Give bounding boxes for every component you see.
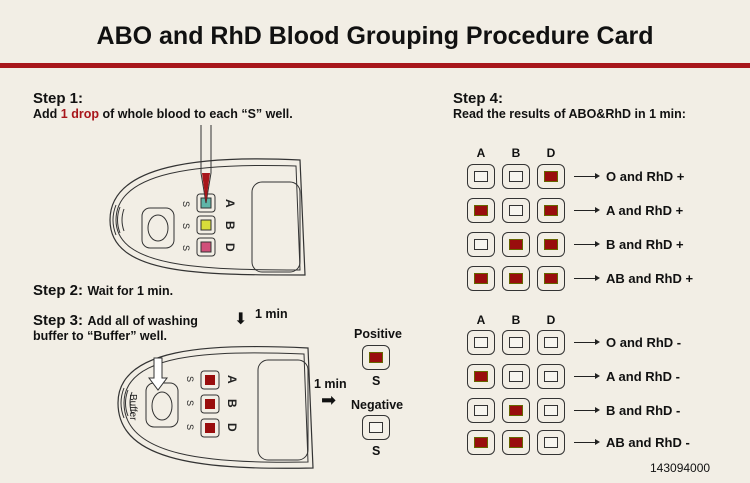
result-well (502, 232, 530, 257)
result-well (537, 330, 565, 355)
result-well (537, 364, 565, 389)
arrow-right-icon (574, 173, 600, 179)
column-header-a: A (476, 146, 486, 160)
result-well (537, 198, 565, 223)
arrow-right-icon (574, 275, 600, 281)
result-label: A and RhD + (606, 203, 684, 218)
result-label: AB and RhD - (606, 435, 690, 450)
result-well (537, 398, 565, 423)
svg-text:B: B (223, 221, 237, 230)
step3-label: Step 3: (33, 312, 84, 329)
arrow-right-icon (574, 407, 600, 413)
positive-well (362, 345, 390, 370)
result-well (502, 198, 530, 223)
column-header-d: D (546, 146, 556, 160)
svg-text:A: A (223, 199, 237, 208)
result-label: B and RhD - (606, 403, 681, 418)
svg-text:S: S (185, 400, 195, 406)
svg-text:S: S (181, 201, 191, 207)
step4-label: Step 4: (453, 90, 504, 107)
arrow-right-icon (574, 207, 600, 213)
result-well (502, 164, 530, 189)
svg-text:D: D (225, 423, 239, 432)
column-header-b: B (511, 146, 521, 160)
result-well (502, 430, 530, 455)
result-label: B and RhD + (606, 237, 684, 252)
step1-label: Step 1: (33, 90, 84, 107)
positive-s: S (372, 374, 381, 388)
result-well (502, 266, 530, 291)
column-header-b: B (511, 313, 521, 327)
page-title: ABO and RhD Blood Grouping Procedure Car… (96, 22, 654, 50)
step3-text-2: buffer to “Buffer” well. (33, 329, 168, 343)
cassette-diagram-step1: Buffer ABD SSS (109, 125, 306, 276)
result-well (467, 198, 495, 223)
cassette-diagram-step3: Buffer A B D S S S (117, 345, 314, 469)
negative-well (362, 415, 390, 440)
result-well (467, 364, 495, 389)
svg-text:S: S (181, 223, 191, 229)
result-well (467, 164, 495, 189)
timer-label-1: 1 min (255, 307, 288, 321)
product-code: 143094000 (650, 461, 711, 475)
result-well (537, 164, 565, 189)
result-label: AB and RhD + (606, 271, 694, 286)
step2-text: Wait for 1 min. (87, 284, 174, 298)
arrow-right-icon: ➡ (321, 390, 337, 410)
result-well (537, 266, 565, 291)
column-header-d: D (546, 313, 556, 327)
result-well (467, 330, 495, 355)
arrow-right-icon (574, 241, 600, 247)
step1-text: Add 1 drop of whole blood to each “S” we… (33, 107, 293, 121)
result-well (467, 232, 495, 257)
result-well (502, 364, 530, 389)
result-label: A and RhD - (606, 369, 680, 384)
arrow-right-icon (574, 439, 600, 445)
arrow-down-icon: ⬇ (234, 311, 248, 328)
step4-text: Read the results of ABO&RhD in 1 min: (453, 107, 686, 121)
negative-label: Negative (351, 398, 404, 412)
result-well (467, 266, 495, 291)
svg-text:S: S (181, 245, 191, 251)
result-well (467, 430, 495, 455)
result-label: O and RhD + (606, 169, 685, 184)
svg-text:A: A (225, 375, 239, 384)
svg-text:S: S (185, 376, 195, 382)
arrow-right-icon (574, 339, 600, 345)
timer-label-2: 1 min (314, 377, 347, 391)
result-well (502, 330, 530, 355)
result-label: O and RhD - (606, 335, 682, 350)
divider (0, 63, 750, 68)
negative-s: S (372, 444, 381, 458)
arrow-right-icon (574, 373, 600, 379)
step2-label: Step 2: (33, 282, 84, 299)
step3-text-1: Add all of washing (87, 314, 198, 328)
svg-text:Buffer: Buffer (127, 394, 138, 421)
column-header-a: A (476, 313, 486, 327)
svg-text:S: S (185, 424, 195, 430)
result-well (537, 232, 565, 257)
result-well (502, 398, 530, 423)
positive-label: Positive (354, 327, 402, 341)
result-well (467, 398, 495, 423)
svg-text:D: D (223, 243, 237, 252)
svg-text:B: B (225, 399, 239, 408)
result-well (537, 430, 565, 455)
